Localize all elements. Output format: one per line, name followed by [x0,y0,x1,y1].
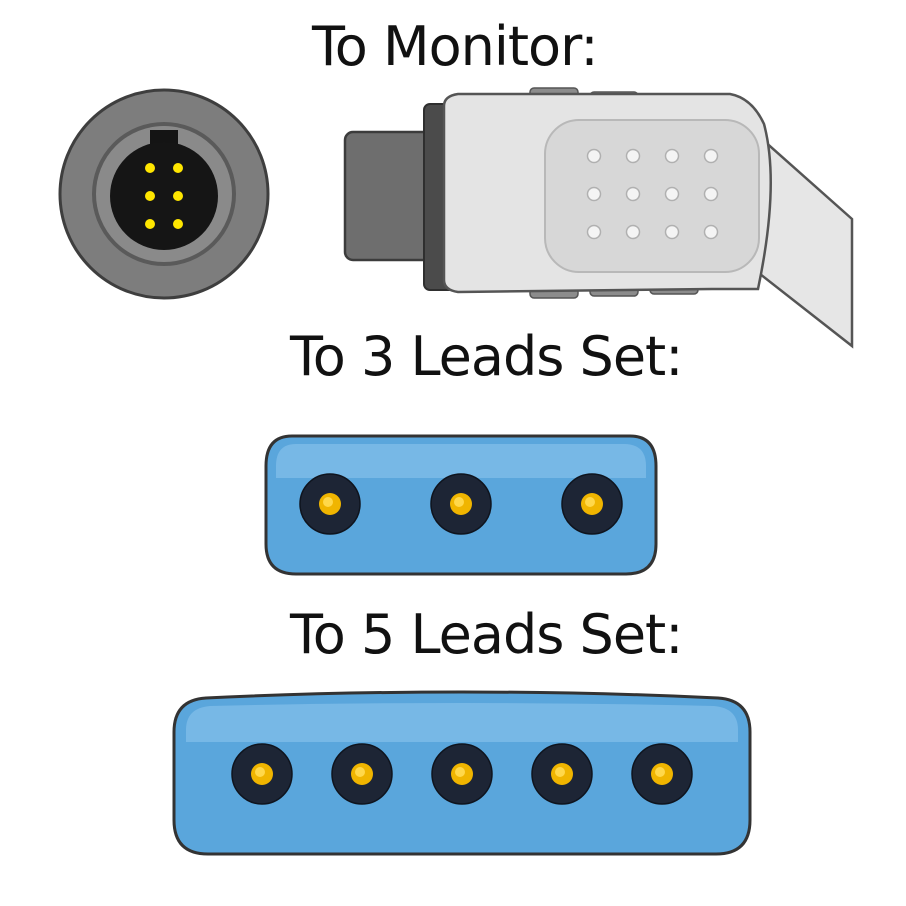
heading-to-5-leads-set: To 5 Leads Set: [290,603,683,666]
face-pin [145,191,155,201]
plug-pin [703,224,719,240]
plug-panel [544,119,760,273]
yoke-5-socket-pin-highlight [455,767,465,777]
yoke-5-sockets [231,743,693,805]
yoke-5-highlight [186,703,738,742]
yoke-5-socket-pin-highlight [255,767,265,777]
face-pin [173,219,183,229]
yoke-3-highlight [276,444,646,478]
yoke-3-leads [264,434,658,576]
face-pin-area [110,142,218,250]
face-pins [145,163,183,229]
yoke-5-socket-pin-highlight [355,767,365,777]
monitor-plug [343,87,854,349]
plug-pin [703,148,719,164]
yoke-3-socket-pin-highlight [323,497,333,507]
plug-pin [703,186,719,202]
plug-pin [664,224,680,240]
yoke-3-socket-pin-highlight [585,497,595,507]
plug-pin [664,186,680,202]
heading-to-monitor: To Monitor: [312,15,599,78]
plug-pin [664,148,680,164]
yoke-3-sockets [299,473,623,535]
plug-pin [586,224,602,240]
yoke-5-socket-pin-highlight [555,767,565,777]
face-pin [173,163,183,173]
face-pin [173,191,183,201]
face-pin [145,163,155,173]
plug-pins [586,148,719,240]
plug-pin [625,186,641,202]
yoke-5-leads [172,690,752,856]
face-pin [145,219,155,229]
plug-pin [586,148,602,164]
yoke-5-socket-pin-highlight [655,767,665,777]
plug-pin [625,224,641,240]
monitor-connector-face [58,88,270,300]
yoke-3-socket-pin-highlight [454,497,464,507]
plug-pin [625,148,641,164]
heading-to-3-leads-set: To 3 Leads Set: [290,325,683,388]
plug-pin [586,186,602,202]
